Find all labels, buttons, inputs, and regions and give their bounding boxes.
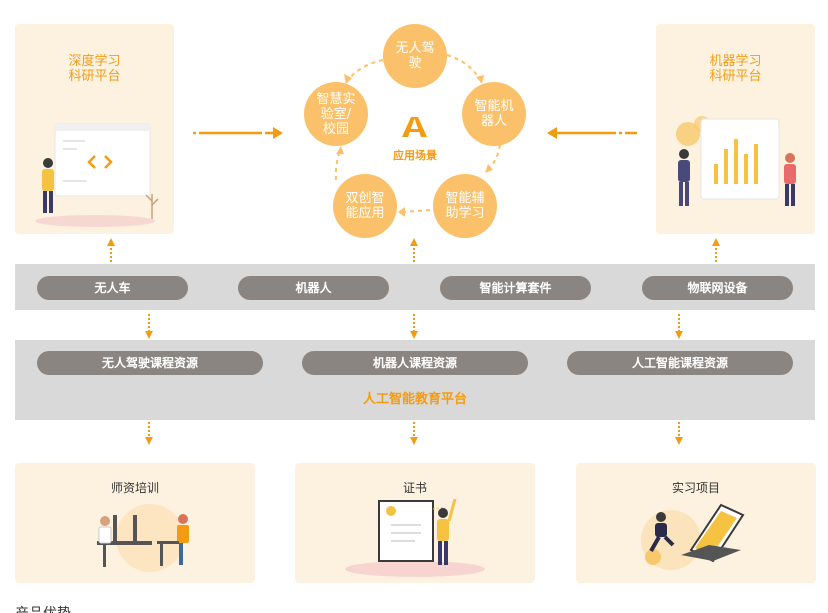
deep-learning-title-line1: 深度学习	[68, 54, 121, 69]
hardware-item-robot: 机器人	[238, 276, 389, 300]
certificate-panel: 证书	[295, 463, 535, 583]
internship-title: 实习项目	[671, 481, 720, 495]
scenario-smart-robot: 智能机器人	[462, 82, 526, 146]
platform-item-autonomous-course: 无人驾驶课程资源	[37, 351, 263, 375]
platform-label: 人工智能教育平台	[362, 392, 467, 407]
hardware-item-vehicle: 无人车	[37, 276, 188, 300]
internship-panel: 实习项目	[576, 463, 816, 583]
teacher-training-panel: 师资培训	[15, 463, 255, 583]
training-illustration	[97, 504, 189, 572]
hardware-item-iot: 物联网设备	[642, 276, 793, 300]
laptop-illustration	[641, 503, 745, 570]
machine-learning-title-line2: 科研平台	[709, 69, 762, 84]
scenario-autonomous-driving: 无人驾驶	[383, 24, 447, 88]
deep-learning-panel: 深度学习 科研平台	[15, 24, 174, 234]
hardware-to-platform-arrows	[145, 314, 683, 339]
certificate-title: 证书	[402, 481, 427, 495]
scenario-ring-arrows	[107, 54, 720, 262]
scenario-smart-lab-campus: 智慧实验室/校园	[304, 82, 368, 146]
hardware-item-compute-kit: 智能计算套件	[440, 276, 591, 300]
chart-board-illustration	[676, 116, 796, 206]
machine-learning-title-line1: 机器学习	[709, 54, 762, 69]
deep-learning-title-line2: 科研平台	[68, 69, 121, 84]
section-heading: 产品优势	[15, 603, 71, 613]
code-illustration	[35, 123, 159, 227]
scenario-innovation-apps: 双创智能应用	[333, 174, 397, 238]
ai-logo-icon	[402, 117, 427, 137]
certificate-illustration	[345, 498, 485, 577]
scenario-center-label: 应用场景	[393, 149, 437, 162]
platform-item-ai-course: 人工智能课程资源	[567, 351, 793, 375]
platform-to-output-arrows	[145, 422, 683, 445]
platform-item-robot-course: 机器人课程资源	[302, 351, 528, 375]
teacher-training-title: 师资培训	[110, 481, 159, 495]
scenario-assisted-learning: 智能辅助学习	[433, 174, 497, 238]
machine-learning-panel: 机器学习 科研平台	[656, 24, 815, 234]
